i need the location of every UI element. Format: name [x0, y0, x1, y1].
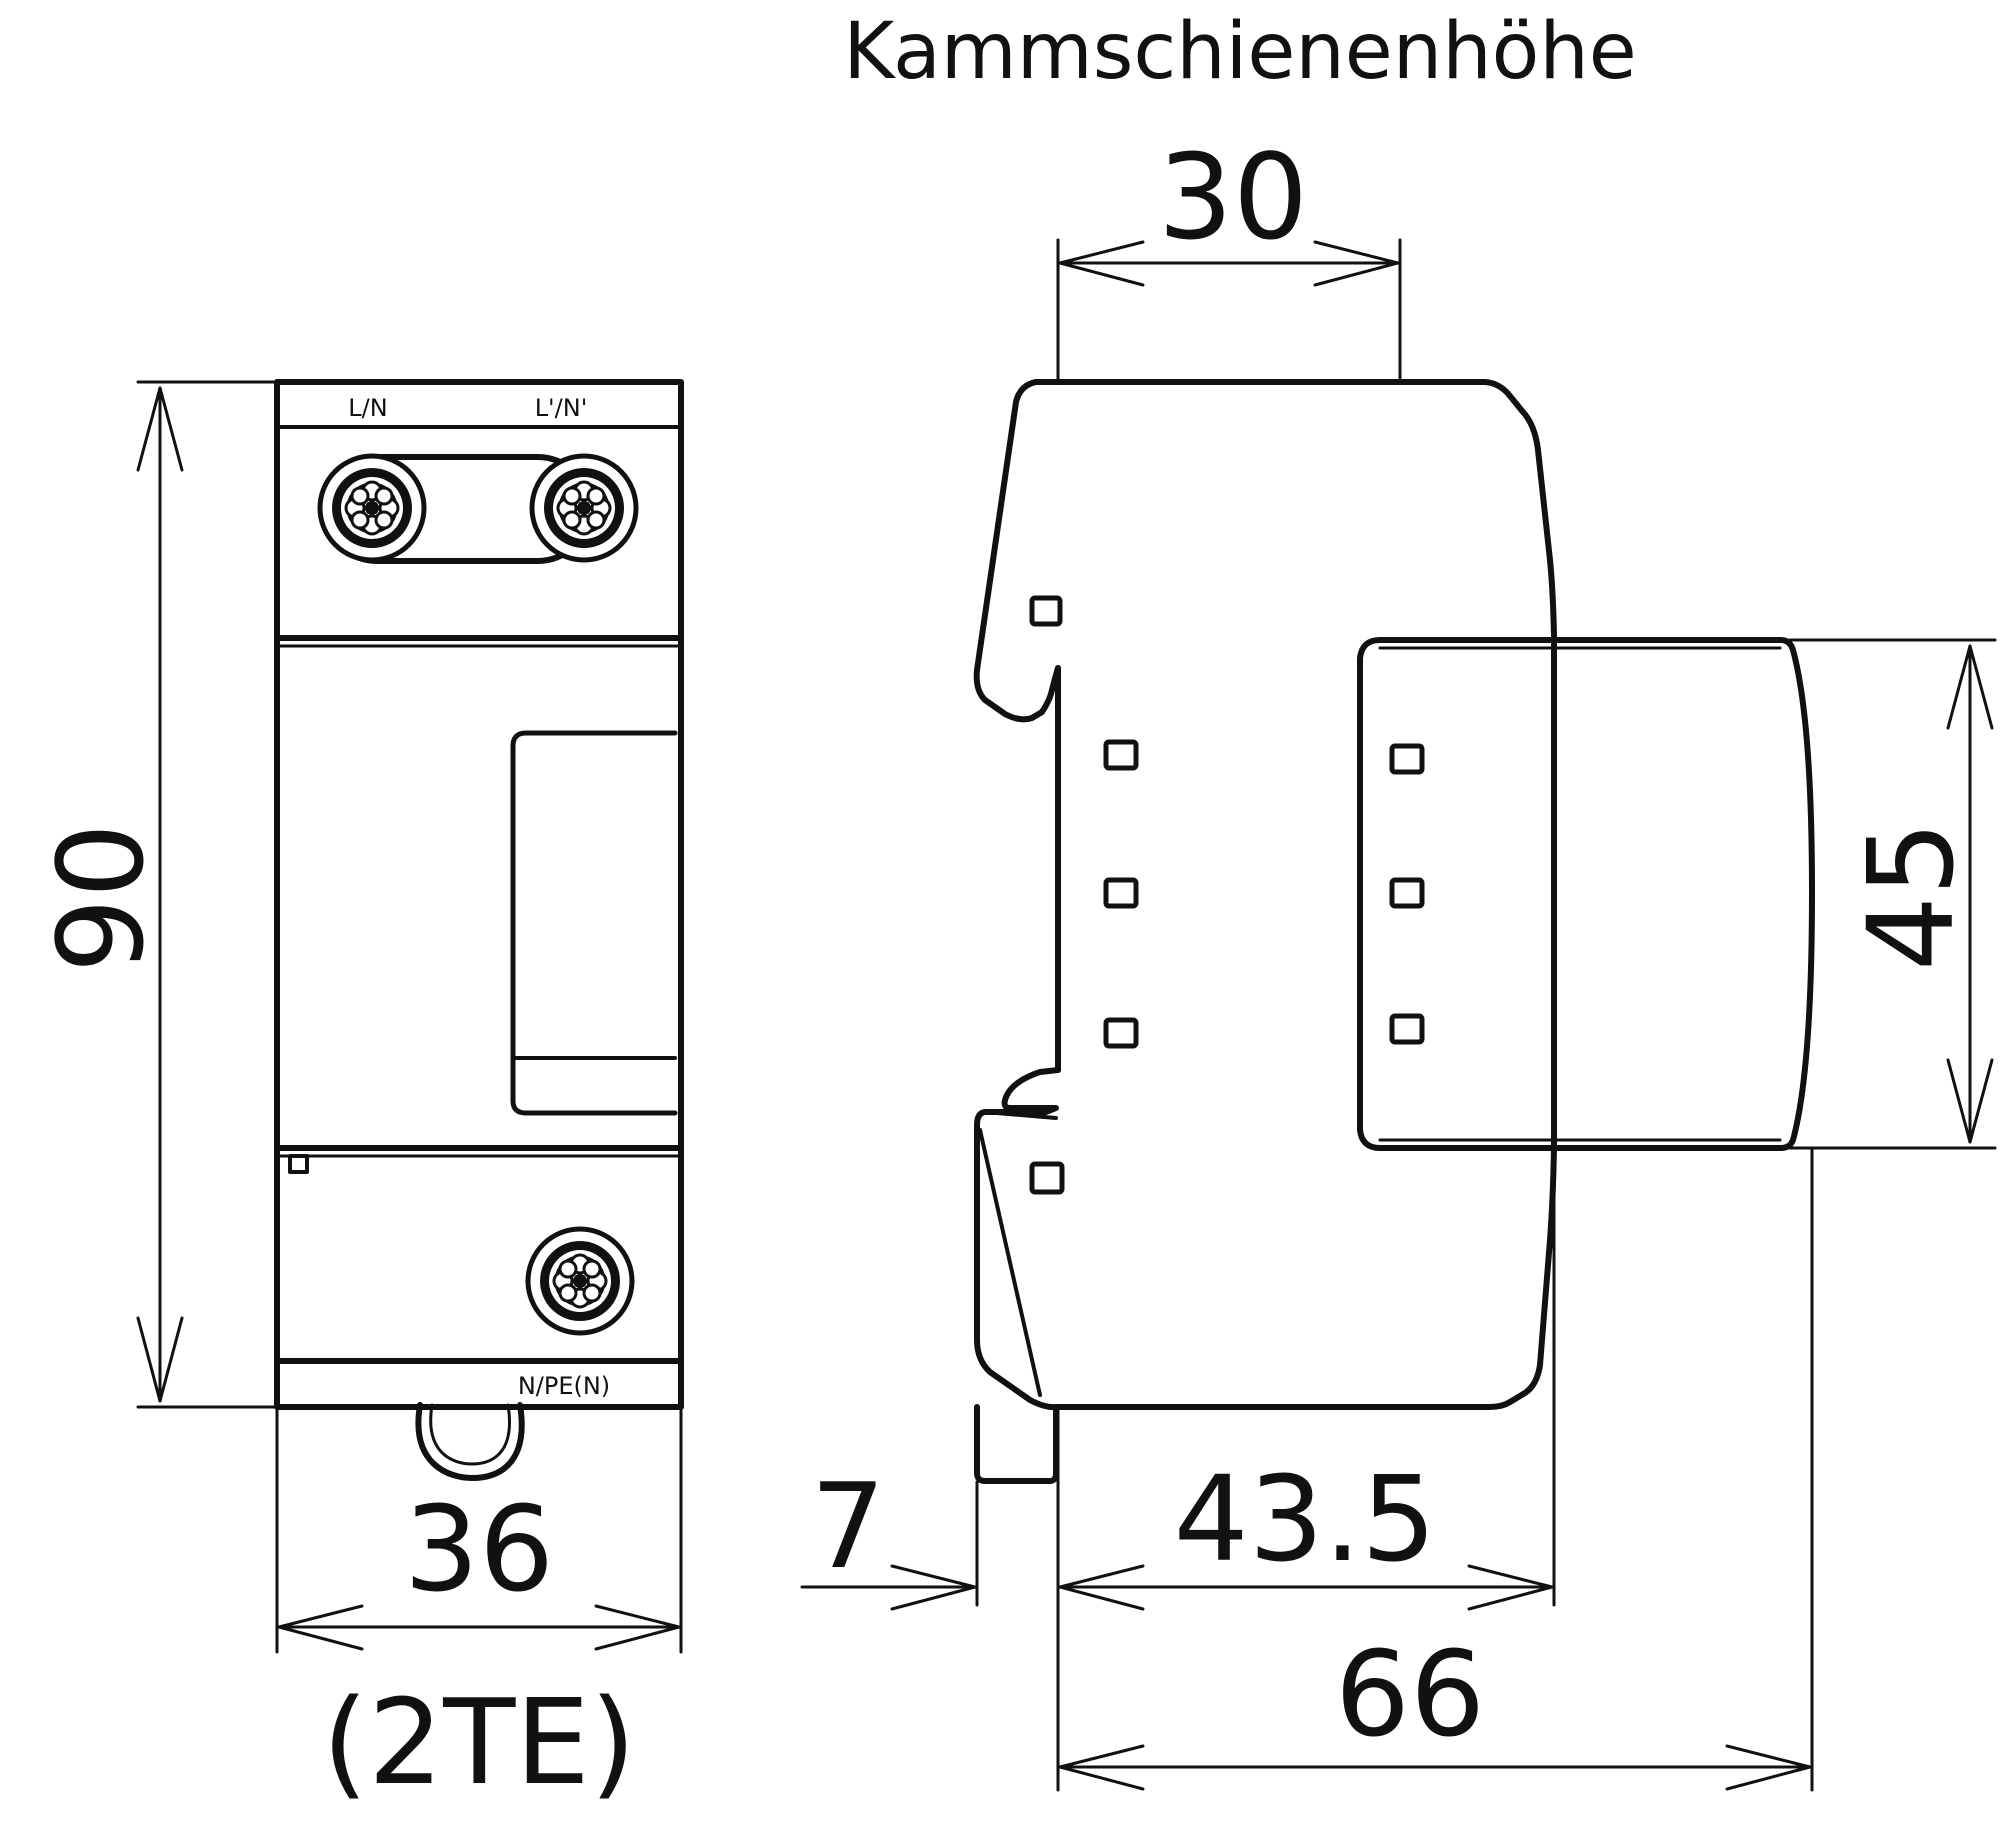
status-window: [510, 730, 678, 1116]
screw-icon: [320, 456, 424, 560]
lower-clip: [974, 1067, 1061, 1411]
upper-hook: [973, 379, 1061, 723]
dimension-depth-66: 66: [1058, 1148, 1814, 1792]
vent-square: [1103, 739, 1139, 771]
rail-clip: [415, 1402, 525, 1481]
dim-label-43-5: 43.5: [1174, 1450, 1437, 1588]
dimension-depth-43-5: 43.5: [1056, 1148, 1556, 1792]
front-view: L/N L'/N' N/PE(N): [274, 379, 684, 1481]
vent-square: [1029, 595, 1063, 627]
dimension-height-90: 90: [32, 380, 279, 1409]
front-cover: [1357, 637, 1815, 1151]
vent-square: [1389, 877, 1425, 909]
marker-square: [288, 1154, 309, 1174]
vent-square: [1389, 1013, 1425, 1045]
rail-foot: [974, 1404, 1059, 1484]
dimension-rail-7: 7: [800, 1457, 979, 1611]
busbar-height-label: Kammschienenhöhe: [843, 7, 1637, 97]
screw-icon: [528, 1229, 632, 1333]
terminal-label-npe: N/PE(N): [518, 1372, 610, 1400]
dim-label-66: 66: [1335, 1625, 1485, 1763]
dim-label-30: 30: [1158, 128, 1308, 266]
vent-square: [1103, 1017, 1139, 1049]
vent-square: [1103, 877, 1139, 909]
dimension-width-36: 36 (2TE): [275, 1408, 683, 1811]
vent-square: [1029, 1161, 1065, 1195]
dim-label-2te: (2TE): [322, 1673, 636, 1811]
side-view: [973, 379, 1815, 1484]
dim-label-45: 45: [1842, 821, 1980, 971]
device-body-front: [274, 379, 684, 1410]
dim-label-36: 36: [404, 1480, 554, 1618]
dimension-busbar-30: Kammschienenhöhe 30: [843, 7, 1637, 384]
terminal-label-ln: L/N: [348, 394, 387, 422]
dim-label-90: 90: [32, 823, 170, 973]
screw-icon: [532, 456, 636, 560]
vent-square: [1389, 743, 1425, 775]
dim-label-7: 7: [810, 1457, 885, 1595]
dimension-cover-45: 45: [1788, 638, 1997, 1150]
terminal-label-ln-prime: L'/N': [535, 394, 588, 422]
